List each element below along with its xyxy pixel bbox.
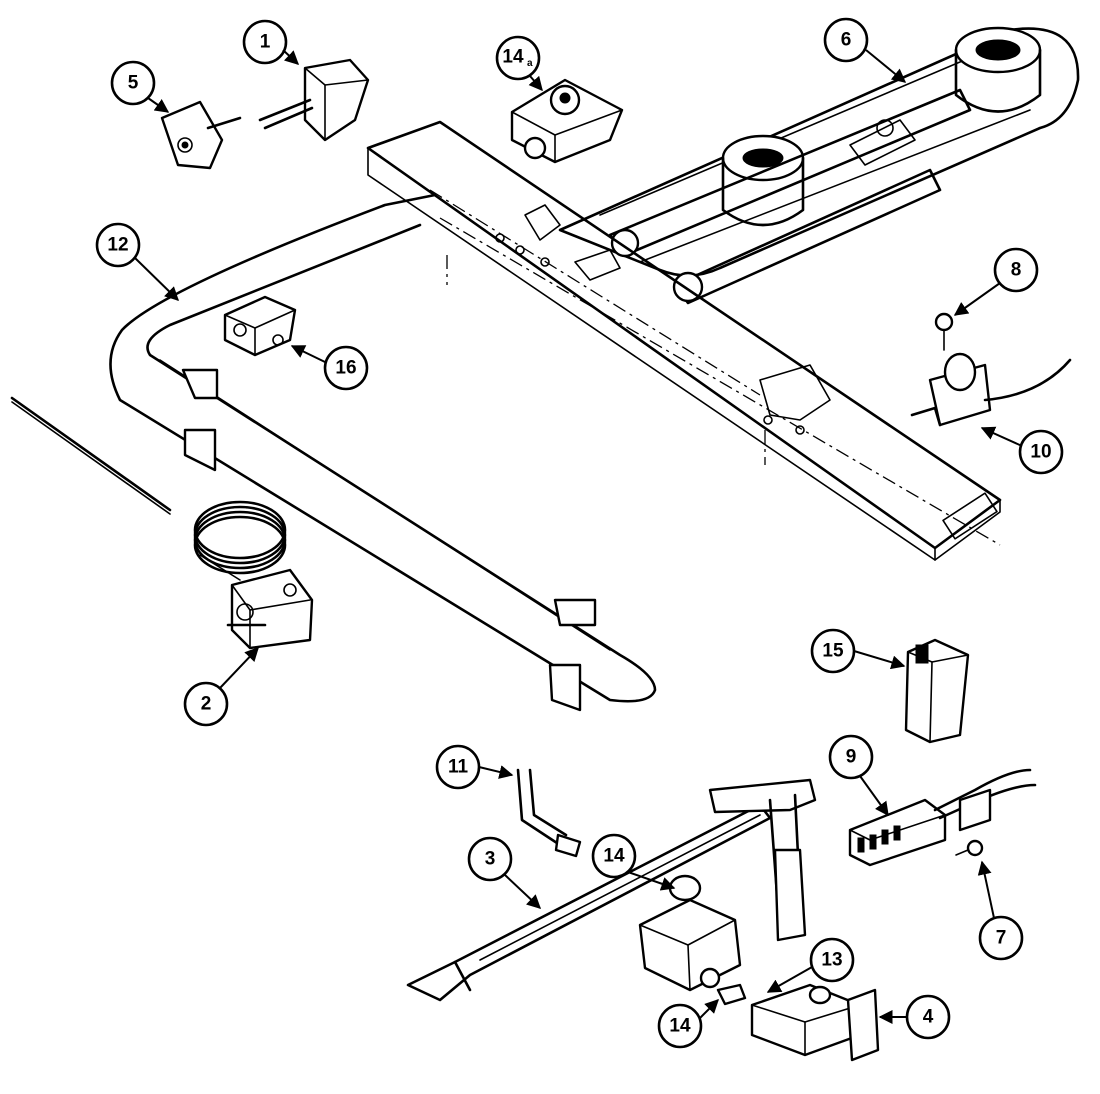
callout-14-mid-number: 14	[603, 846, 625, 867]
callout-14-bottom-number: 14	[669, 1016, 691, 1037]
callout-2-number: 2	[201, 694, 212, 715]
shutoff-valve	[750, 983, 880, 1062]
orifice-tube	[516, 768, 582, 858]
callout-4: 4	[878, 994, 951, 1040]
manifold-bracket	[366, 120, 1002, 561]
callout-5: 5	[110, 60, 170, 113]
callout-2: 2	[183, 646, 259, 727]
callout-9-number: 9	[846, 747, 857, 768]
callout-15: 15	[810, 628, 906, 674]
spark-igniter	[848, 768, 1037, 867]
callout-1-number: 1	[260, 32, 271, 53]
callout-6-number: 6	[841, 30, 852, 51]
pressure-regulator-lower	[638, 874, 747, 1006]
callout-9: 9	[828, 734, 889, 817]
callout-12: 12	[95, 222, 180, 301]
screw	[955, 839, 984, 857]
callout-11-number: 11	[448, 757, 469, 778]
callout-14a-suffix: a	[527, 58, 533, 69]
callout-14-mid: 14	[591, 833, 676, 891]
manifold-tube	[109, 193, 657, 712]
callout-14a: 14 a	[495, 35, 543, 92]
callout-12-number: 12	[107, 235, 128, 256]
callout-5-number: 5	[128, 73, 139, 94]
callout-14a-number: 14	[502, 47, 524, 68]
callout-11: 11	[435, 744, 514, 790]
oven-thermostat	[10, 396, 314, 650]
callout-13: 13	[766, 937, 855, 993]
callout-16-number: 16	[335, 358, 356, 379]
callout-15-number: 15	[822, 641, 844, 662]
callout-14-bottom: 14	[657, 999, 719, 1049]
callout-7: 7	[977, 860, 1024, 961]
callout-8: 8	[953, 247, 1039, 316]
callout-4-number: 4	[923, 1007, 934, 1028]
callout-7-number: 7	[996, 928, 1007, 949]
callout-1: 1	[242, 19, 300, 65]
callout-3: 3	[467, 836, 542, 909]
ignition-module	[904, 638, 970, 744]
callout-13-number: 13	[821, 950, 842, 971]
burner-assembly	[558, 26, 1080, 305]
manifold-valve	[223, 295, 297, 357]
callout-3-number: 3	[485, 849, 496, 870]
callout-10: 10	[980, 426, 1064, 475]
valve-bracket	[160, 100, 242, 170]
pressure-regulator-top	[510, 78, 624, 164]
callout-8-number: 8	[1011, 260, 1022, 281]
callout-10-number: 10	[1030, 442, 1051, 463]
callout-6: 6	[823, 17, 907, 83]
electrode-bracket	[910, 312, 1072, 427]
callout-16: 16	[290, 345, 369, 391]
burner-valve	[258, 58, 370, 142]
lower-manifold	[406, 778, 817, 1002]
